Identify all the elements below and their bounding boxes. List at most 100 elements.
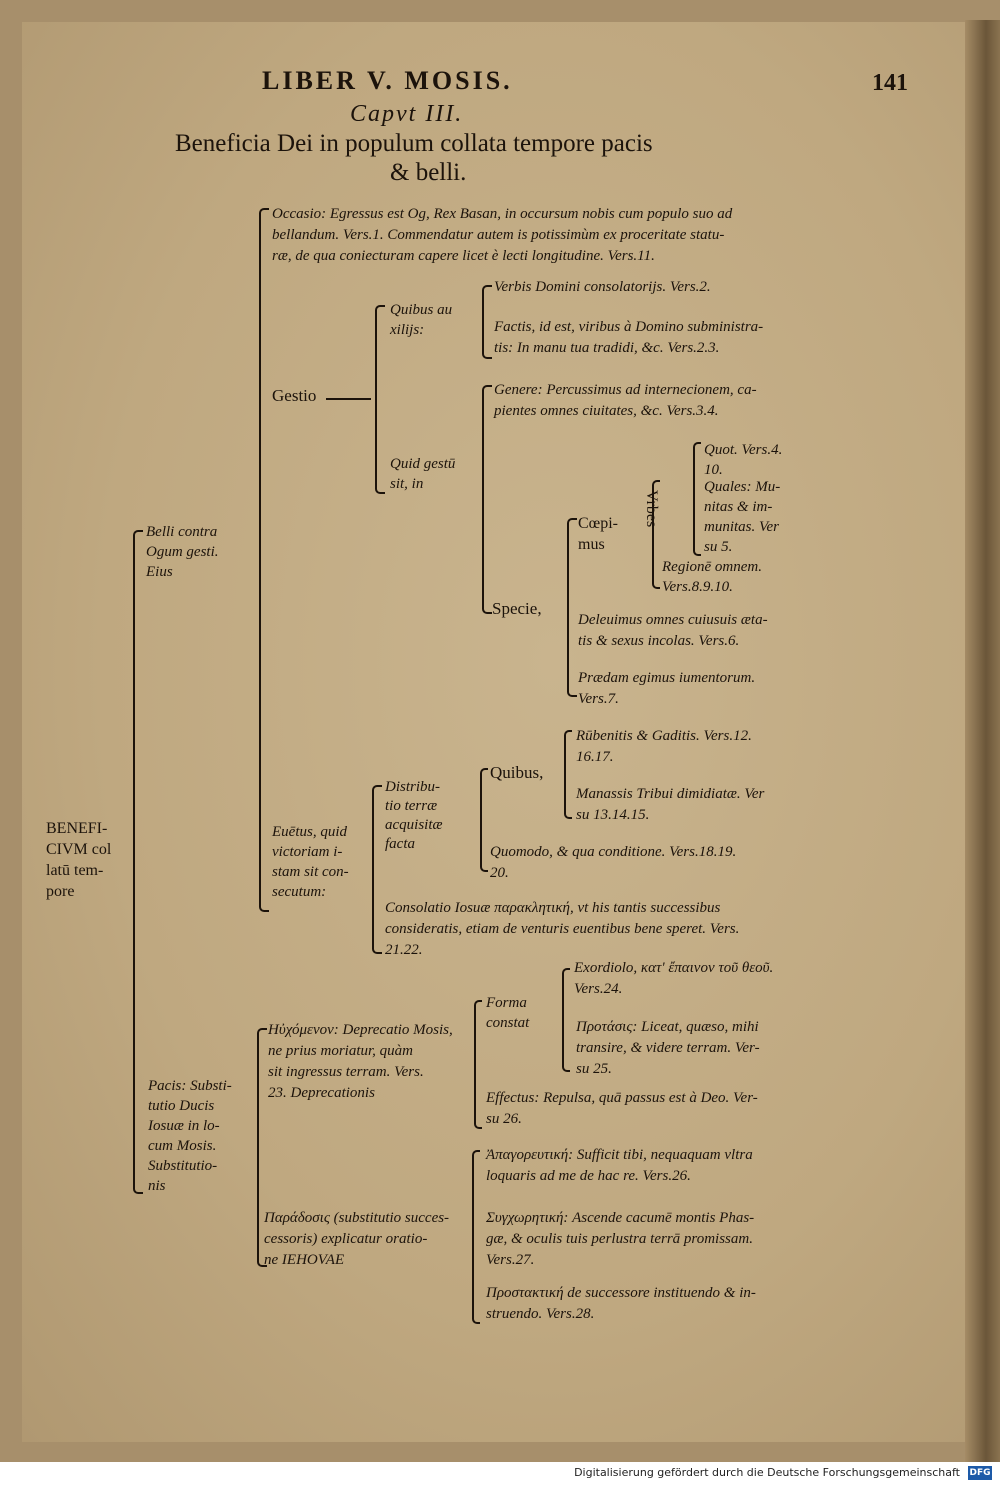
quot-line: Quot. Vers.4.	[704, 442, 783, 458]
belli-label-line: Ogum gesti.	[146, 544, 219, 560]
chapter-heading: Capvt III.	[350, 101, 464, 127]
prostaktike-line: struendo. Vers.28.	[486, 1306, 595, 1322]
occasio-line: ræ, de qua coniecturam capere licet è le…	[272, 248, 655, 264]
quot-line: 10.	[704, 462, 723, 478]
regione-text: Regionē omnem. Vers.8.9.10.	[662, 557, 762, 597]
paradosis-bracket	[472, 1150, 480, 1324]
quales-line: Quales: Mu-	[704, 479, 781, 495]
regione-line: Regionē omnem.	[662, 559, 762, 575]
manassis-line: su 13.14.15.	[576, 807, 650, 823]
factis-text: Factis, id est, viribus à Domino submini…	[494, 317, 763, 359]
pacis-label: Pacis: Substi- tutio Ducis Iosuæ in lo- …	[148, 1076, 232, 1196]
root-line: CIVM col	[46, 841, 112, 858]
exordiolo-line: Vers.24.	[574, 981, 623, 997]
root-line: latū tem-	[46, 862, 104, 879]
rubenitis-line: Rūbenitis & Gaditis. Vers.12.	[576, 728, 752, 744]
quid-gestum-bracket	[482, 385, 492, 614]
pacis-label-line: Iosuæ in lo-	[148, 1118, 220, 1134]
vrbes-bracket	[693, 442, 701, 556]
running-title: LIBER V. MOSIS.	[262, 66, 513, 95]
distributio-line: facta	[385, 836, 415, 852]
paradosis-line: ne IEHOVAE	[264, 1252, 345, 1268]
genere-line: pientes omnes ciuitates, &c. Vers.3.4.	[494, 403, 719, 419]
quomodo-line: Quomodo, & qua conditione. Vers.18.19.	[490, 844, 737, 860]
pacis-label-line: tutio Ducis	[148, 1098, 215, 1114]
forma-line: constat	[486, 1015, 530, 1031]
paradosis-line: cessoris) explicatur oratio-	[264, 1231, 428, 1247]
page-number: 141	[872, 70, 908, 96]
euentus-bracket	[372, 785, 382, 954]
quibus-label: Quibus,	[490, 763, 544, 782]
factis-line: Factis, id est, viribus à Domino submini…	[494, 319, 764, 335]
coepimus-label: Cœpi- mus	[578, 513, 618, 555]
apagoreutike-line: loquaris ad me de hac re. Vers.26.	[486, 1168, 691, 1184]
belli-label: Belli contra Ogum gesti. Eius	[146, 522, 219, 582]
occasio-line: Occasio: Egressus est Og, Rex Basan, in …	[272, 206, 733, 222]
quomodo-line: 20.	[490, 865, 509, 881]
exordiolo-line: Exordiolo, κατ' ἔπαινον τοῦ θεοῦ.	[574, 960, 774, 976]
rubenitis-text: Rūbenitis & Gaditis. Vers.12. 16.17.	[576, 726, 752, 768]
deprecationis-bracket	[474, 1000, 482, 1129]
specie-bracket	[567, 518, 577, 697]
apagoreutike-line: Ἀπαγορευτική: Sufficit tibi, nequaquam v…	[486, 1147, 753, 1163]
consolatio-line: consideratis, etiam de venturis euentibu…	[385, 921, 740, 937]
factis-line: tis: In manu tua tradidi, &c. Vers.2.3.	[494, 340, 720, 356]
praedam-line: Prædam egimus iumentorum.	[578, 670, 756, 686]
quot-text: Quot. Vers.4. 10.	[704, 440, 782, 480]
specie-label: Specie,	[492, 599, 542, 618]
hygdron-line: 23. Deprecationis	[268, 1085, 375, 1101]
pacis-label-line: nis	[148, 1178, 166, 1194]
root-line: BENEFI-	[46, 820, 108, 837]
prostaktike-line: Προστακτική de successore instituendo & …	[486, 1285, 756, 1301]
root-line: pore	[46, 883, 75, 900]
quid-gestum-line: sit, in	[390, 476, 424, 492]
belli-bracket	[259, 208, 269, 912]
quibus-auxiliis-bracket	[482, 285, 492, 359]
hygdron-line: ne prius moriatur, quàm	[268, 1043, 414, 1059]
paper-sheet	[22, 22, 988, 1442]
apagoreutike-text: Ἀπαγορευτική: Sufficit tibi, nequaquam v…	[486, 1145, 753, 1187]
occasio-line: bellandum. Vers.1. Commendatur autem is …	[272, 227, 725, 243]
distributio-line: Distribu-	[385, 779, 441, 795]
pacis-label-line: cum Mosis.	[148, 1138, 217, 1154]
consolatio-line: Consolatio Iosuæ παρακλητική, vt his tan…	[385, 900, 721, 916]
manassis-line: Manassis Tribui dimidiatæ. Ver	[576, 786, 765, 802]
effectus-line: Effectus: Repulsa, quā passus est à Deo.…	[486, 1090, 758, 1106]
pacis-label-line: Pacis: Substi-	[148, 1078, 232, 1094]
protasis-line: Προτάσις: Liceat, quæso, mihi	[576, 1019, 759, 1035]
gestio-connector	[326, 398, 371, 400]
hygdron-line: sit ingressus terram. Vers.	[268, 1064, 424, 1080]
deleuimus-line: tis & sexus incolas. Vers.6.	[578, 633, 740, 649]
forma-line: Forma	[486, 995, 527, 1011]
quomodo-text: Quomodo, & qua conditione. Vers.18.19. 2…	[490, 842, 736, 884]
quibus-bracket	[564, 730, 572, 819]
synchoretike-line: Vers.27.	[486, 1252, 535, 1268]
quibus-auxiliis-line: xilijs:	[390, 322, 425, 338]
coepimus-line: Cœpi-	[578, 515, 618, 532]
pacis-label-line: Substitutio-	[148, 1158, 218, 1174]
coepimus-line: mus	[578, 536, 605, 553]
footer-credit: Digitalisierung gefördert durch die Deut…	[574, 1466, 960, 1479]
quid-gestum-label: Quid gestū sit, in	[390, 454, 455, 494]
euentus-line: Euētus, quid	[272, 824, 347, 840]
protasis-text: Προτάσις: Liceat, quæso, mihi transire, …	[576, 1017, 760, 1080]
synchoretike-text: Συγχωρητική: Ascende cacumē montis Phas-…	[486, 1208, 754, 1271]
vrbes-label: Vrbes	[643, 490, 660, 528]
effectus-line: su 26.	[486, 1111, 522, 1127]
paradosis-text: Παράδοσις (substitutio succes- cessoris)…	[264, 1208, 449, 1271]
belli-label-line: Eius	[146, 564, 173, 580]
genere-text: Genere: Percussimus ad internecionem, ca…	[494, 380, 757, 422]
protasis-line: transire, & videre terram. Ver-	[576, 1040, 760, 1056]
quibus-auxiliis-label: Quibus au xilijs:	[390, 300, 452, 340]
effectus-text: Effectus: Repulsa, quā passus est à Deo.…	[486, 1088, 758, 1130]
distributio-line: tio terræ	[385, 798, 438, 814]
footer-bar: Digitalisierung gefördert durch die Deut…	[0, 1462, 1000, 1485]
page-heading-line2: & belli.	[390, 159, 467, 186]
synchoretike-line: gæ, & oculis tuis perlustra terrā promis…	[486, 1231, 753, 1247]
quales-line: su 5.	[704, 539, 733, 555]
dfg-logo: DFG	[968, 1466, 992, 1480]
belli-label-line: Belli contra	[146, 524, 218, 540]
verbis-text: Verbis Domini consolatorijs. Vers.2.	[494, 279, 711, 295]
quid-gestum-line: Quid gestū	[390, 456, 456, 472]
quales-line: nitas & im-	[704, 499, 773, 515]
